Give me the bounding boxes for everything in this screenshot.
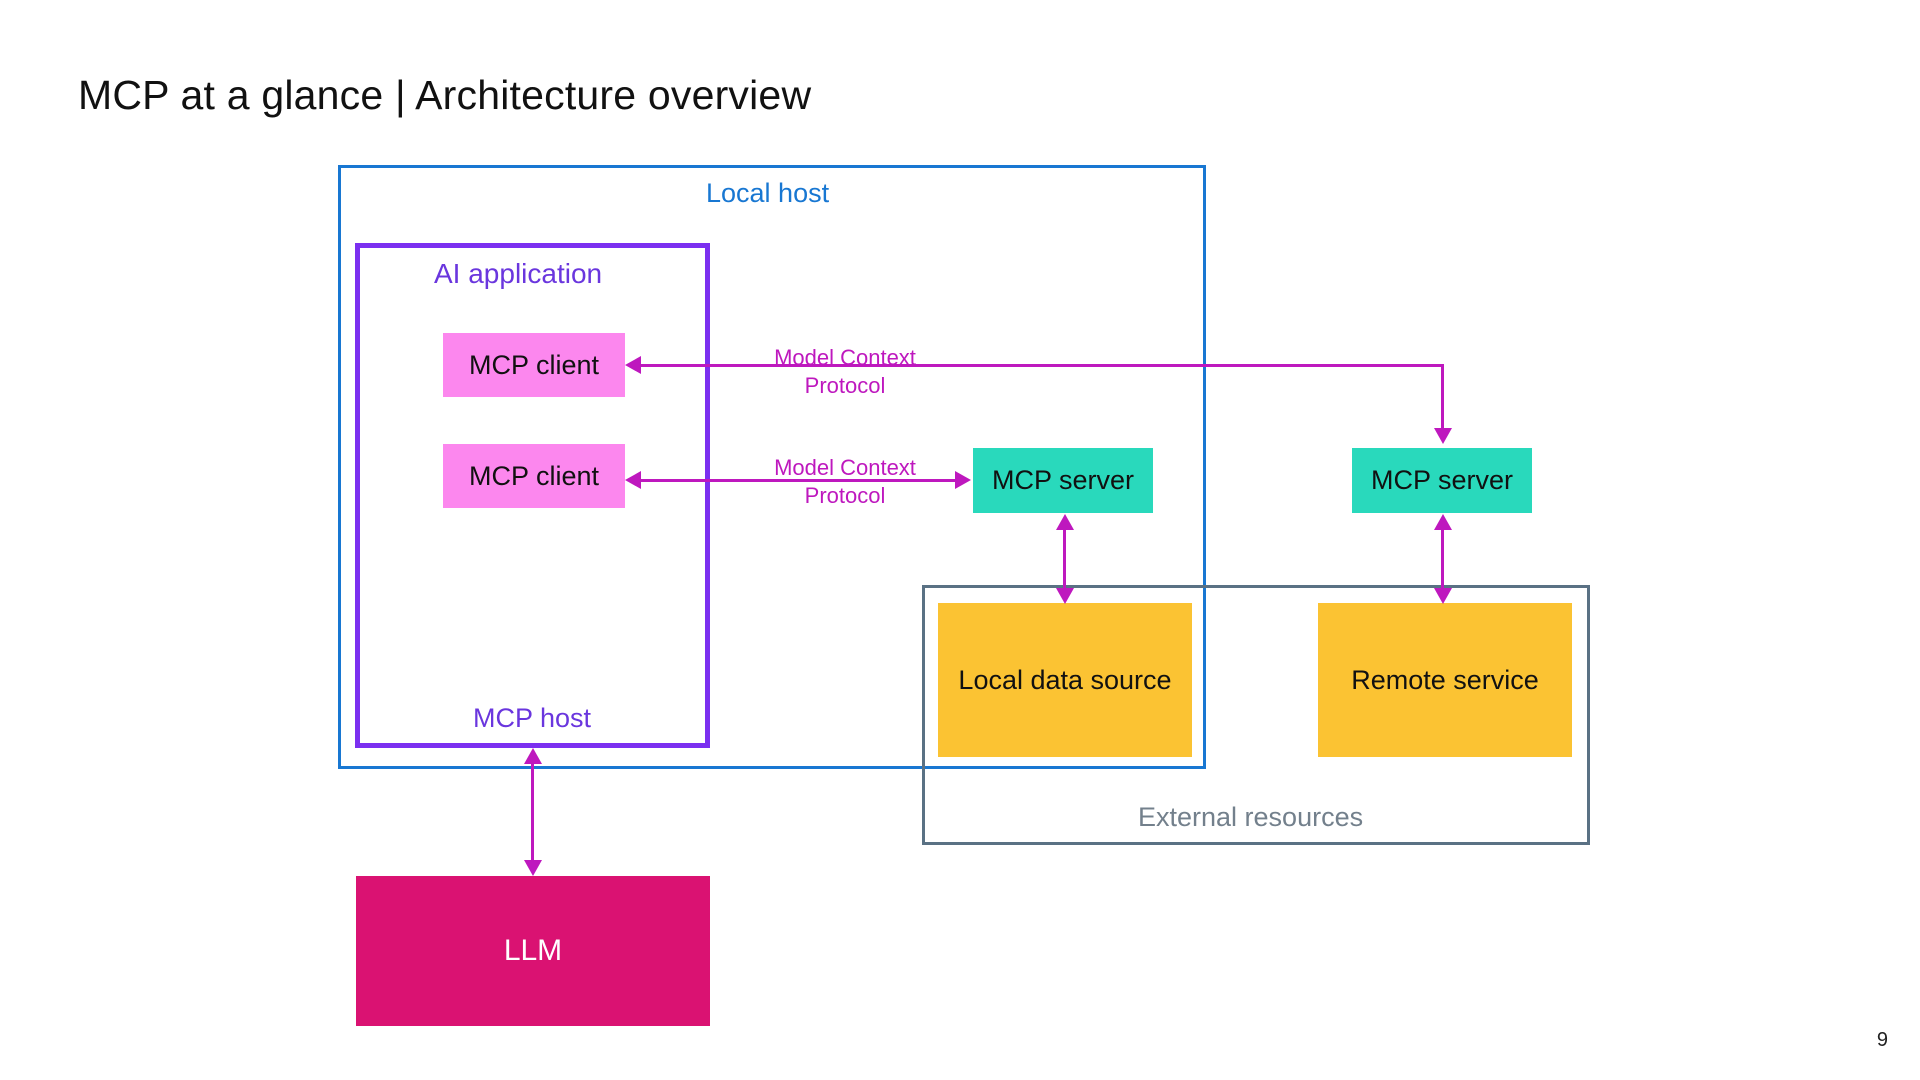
local-host-label: Local host	[706, 178, 830, 208]
mcp-host-label: MCP host	[473, 703, 592, 733]
arrowhead-mcphost-to-llm	[524, 860, 542, 876]
arrowhead-protocol-2-to-client	[625, 471, 641, 489]
ai-application-container	[355, 243, 710, 748]
node-local-data-source[interactable]: Local data source	[938, 603, 1192, 757]
arrowhead-protocol-1-to-server	[1434, 428, 1452, 444]
page-title: MCP at a glance | Architecture overview	[78, 72, 812, 118]
node-remote-service[interactable]: Remote service	[1318, 603, 1572, 757]
node-llm[interactable]: LLM	[356, 876, 710, 1026]
node-mcp-client-2[interactable]: MCP client	[443, 444, 625, 508]
connector-protocol-1-horizontal	[641, 364, 1443, 367]
connector-server2-remoteservice	[1441, 518, 1444, 600]
external-resources-label: External resources	[1138, 802, 1364, 832]
connector-server1-datasource	[1063, 518, 1066, 600]
external-resources-container	[922, 585, 1590, 845]
arrowhead-remoteservice-to-server2	[1434, 514, 1452, 530]
edge-label-protocol-1: Model Context Protocol	[774, 345, 916, 398]
connector-protocol-1-vertical	[1441, 364, 1444, 430]
arrowhead-llm-to-mcphost	[524, 748, 542, 764]
connector-protocol-2-horizontal	[641, 479, 955, 482]
arrowhead-protocol-1-to-client	[625, 356, 641, 374]
node-mcp-client-1[interactable]: MCP client	[443, 333, 625, 397]
ai-application-label: AI application	[434, 258, 603, 289]
node-mcp-server-2[interactable]: MCP server	[1352, 448, 1532, 513]
arrowhead-server2-to-remoteservice	[1434, 588, 1452, 604]
edge-label-protocol-2: Model Context Protocol	[774, 455, 916, 508]
page-number: 9	[1876, 1029, 1888, 1051]
connector-mcphost-llm	[531, 752, 534, 872]
arrowhead-server1-to-datasource	[1056, 588, 1074, 604]
node-mcp-server-1[interactable]: MCP server	[973, 448, 1153, 513]
local-host-container	[338, 165, 1206, 769]
arrowhead-datasource-to-server1	[1056, 514, 1074, 530]
arrowhead-protocol-2-to-server	[955, 471, 971, 489]
